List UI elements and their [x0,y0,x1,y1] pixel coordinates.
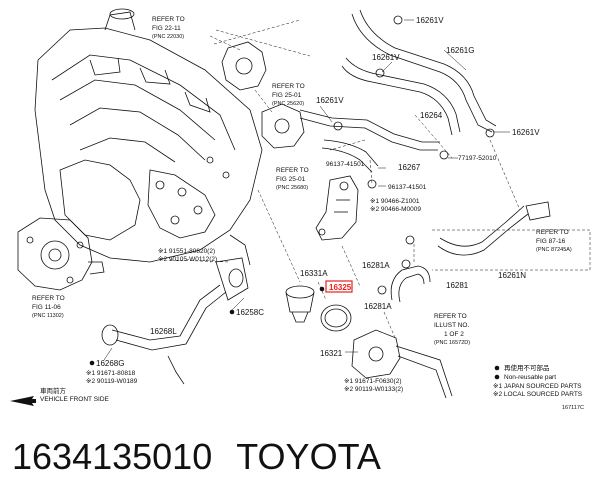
caption-brand: TOYOTA [236,436,381,477]
caption-part-number: 1634135010 [12,436,213,477]
part-90105-w0112: ※2 90105-W0112(2) [158,256,217,263]
non-reusable-markers [89,286,325,366]
part-16281a-b: 16281A [364,302,392,311]
ref-callout-25-01-a: REFER TO FIG 25-01 (PNC 25620) [272,83,305,107]
svg-text:※2 LOCAL SOURCED PARTS: ※2 LOCAL SOURCED PARTS [493,391,583,398]
svg-text:VEHICLE FRONT SIDE: VEHICLE FRONT SIDE [40,396,110,403]
water-inlet-pipe-drawing [101,257,249,385]
svg-text:FIG 25-01: FIG 25-01 [272,92,302,99]
svg-text:(PNC 25620): (PNC 25620) [272,101,304,107]
part-caption: 1634135010 TOYOTA [12,432,588,482]
svg-text:ILLUST NO.: ILLUST NO. [434,322,469,329]
exploded-parts-diagram: REFER TO FIG 22-11 (PNC 22030) REFER TO … [10,8,591,411]
ref-callout-11-06: REFER TO FIG 11-06 (PNC 11302) [32,295,65,319]
part-16268g: 16268G [96,359,124,368]
svg-text:(PNC 16572D): (PNC 16572D) [434,340,470,346]
svg-text:1 OF 2: 1 OF 2 [444,331,464,338]
part-16268l: 16268L [150,327,177,336]
ref-callout-illust: REFER TO ILLUST NO. 1 OF 2 (PNC 16572D) [434,313,470,346]
part-16281: 16281 [446,281,469,290]
part-16261g: 16261G [446,46,474,55]
part-90466-m0009: ※2 90466-M0009 [370,206,421,213]
callout-lines [103,19,510,361]
part-91671-80818: ※1 91671-80818 [86,370,136,377]
part-91671-f0630: ※1 91671-F0630(2) [344,378,401,385]
svg-text:REFER TO: REFER TO [32,295,65,302]
svg-text:(PNC 87245A): (PNC 87245A) [536,247,572,253]
water-pump-drawing [17,217,105,291]
part-16258c: 16258C [236,308,264,317]
arrow-left-icon [10,396,36,406]
ref-callout-22-11: REFER TO FIG 22-11 (PNC 22030) [152,16,185,40]
svg-text:再使用不可部品: 再使用不可部品 [504,363,550,372]
upper-hoses-drawing [299,9,497,173]
svg-text:16325: 16325 [329,283,352,292]
part-16281a-a: 16281A [362,261,390,270]
part-91551-80820: ※1 91551-80820(2) [158,248,215,255]
svg-text:※1 JAPAN SOURCED PARTS: ※1 JAPAN SOURCED PARTS [493,383,582,390]
part-16261v-b: 16261V [372,53,400,62]
legend: 再使用不可部品 Non-reusable part ※1 JAPAN SOURC… [493,363,584,411]
part-16321: 16321 [320,349,343,358]
figure-id: 167117C [562,405,584,411]
svg-text:FIG 87-16: FIG 87-16 [536,238,566,245]
svg-text:FIG 22-11: FIG 22-11 [152,25,181,32]
ref-callout-87-16: REFER TO FIG 87-16 (PNC 87245A) [536,229,572,253]
part-16331a: 16331A [300,269,328,278]
svg-text:(PNC 11302): (PNC 11302) [32,313,64,319]
hose-clamps-drawing [333,15,495,295]
thermostat-housing-drawing [351,329,453,399]
svg-text:REFER TO: REFER TO [152,16,185,23]
svg-text:REFER TO: REFER TO [536,229,569,236]
svg-text:FIG 25-01: FIG 25-01 [276,176,306,183]
engine-block-drawing [34,8,263,266]
part-96137-41501-a: 96137-41501 [326,161,365,168]
part-96137-41501-b: 96137-41501 [388,184,427,191]
part-16261v-d: 16261V [512,128,540,137]
part-90119-w0133: ※2 90119-W0133(2) [344,386,403,393]
svg-text:REFER TO: REFER TO [272,83,305,90]
part-90466-z1001: ※1 90466-Z1001 [370,198,420,205]
part-labels: 16261V 16261G 16261V 16261V 16264 16261V… [86,16,540,393]
part-16264: 16264 [420,111,443,120]
ref-callout-25-01-b: REFER TO FIG 25-01 (PNC 25680) [276,167,309,191]
highlighted-part-16325[interactable]: 16325 [325,280,353,293]
svg-text:(PNC 22030): (PNC 22030) [152,34,184,40]
part-90119-w0189: ※2 90119-W0189 [86,378,138,385]
thermostat-drawing [285,285,352,332]
part-77197-52010: 77197-52010 [458,155,497,162]
vehicle-front-indicator: 車両前方 VEHICLE FRONT SIDE [10,386,110,406]
svg-text:REFER TO: REFER TO [276,167,309,174]
part-16261v-a: 16261V [416,16,444,25]
part-16261v-c: 16261V [316,96,344,105]
part-16261n: 16261N [498,271,526,280]
svg-text:REFER TO: REFER TO [434,313,467,320]
svg-text:Non-reusable part: Non-reusable part [504,374,556,381]
svg-text:(PNC 25680): (PNC 25680) [276,185,308,191]
part-16267: 16267 [398,163,421,172]
bypass-bracket-drawing [315,175,359,241]
svg-text:FIG 11-06: FIG 11-06 [32,304,61,311]
water-outlet-drawing [221,41,305,149]
radiator-hose-drawing [437,201,551,256]
lower-hose-drawing [390,265,431,303]
leader-lines [169,19,591,341]
svg-text:車両前方: 車両前方 [40,386,67,395]
